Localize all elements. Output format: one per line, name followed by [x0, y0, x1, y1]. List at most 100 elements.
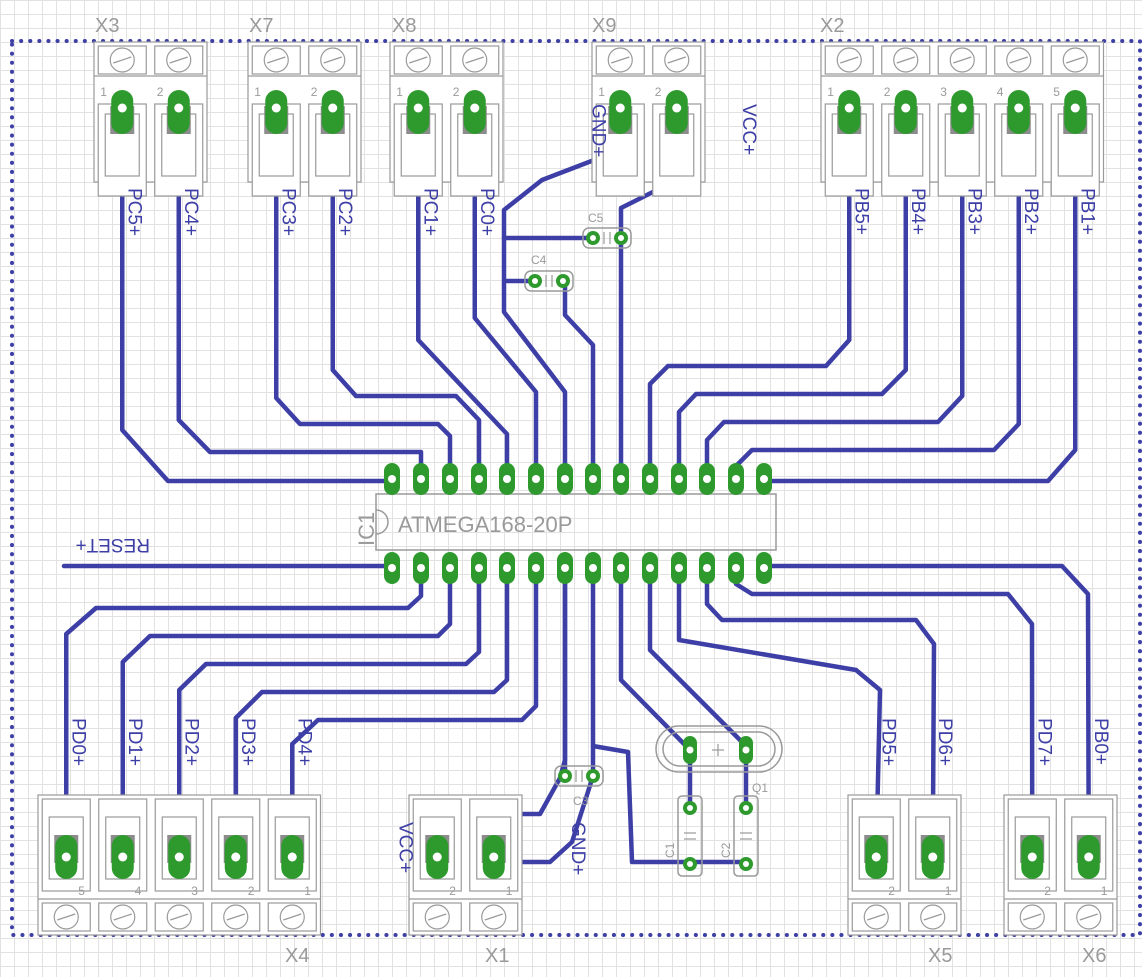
- screw-slot: [170, 913, 189, 921]
- ic-pad-hole: [388, 475, 396, 483]
- signal-label-pc0: PC0+: [476, 188, 497, 236]
- screw-slot: [1066, 56, 1085, 64]
- crystal-pad-hole: [686, 746, 694, 754]
- crystal-inner: [662, 731, 776, 767]
- pad-hole: [615, 103, 625, 113]
- capacitor-c2: C2: [719, 795, 759, 877]
- connector-ref: X8: [392, 15, 416, 37]
- pin-number: 5: [78, 884, 85, 898]
- trace: [274, 105, 453, 482]
- pad-hole: [174, 852, 184, 862]
- cap-ref: C4: [531, 253, 547, 267]
- connector-ref: X5: [928, 945, 952, 967]
- signal-label-vcc: VCC+: [394, 822, 415, 873]
- screw-slot: [923, 913, 942, 921]
- pin-number: 1: [827, 85, 834, 99]
- pad-hole: [901, 103, 911, 113]
- ic-pad-hole: [417, 475, 425, 483]
- ic-pad-hole: [388, 564, 396, 572]
- ic-pad-hole: [675, 564, 683, 572]
- trace: [647, 105, 852, 482]
- connector-ref: X4: [285, 945, 309, 967]
- screw-slot: [57, 913, 76, 921]
- screw-slot: [484, 913, 503, 921]
- trace: [704, 565, 937, 860]
- trace: [176, 105, 424, 482]
- signal-label-pd1: PD1+: [124, 718, 145, 766]
- pad-hole: [928, 852, 938, 862]
- pad-hole: [1027, 852, 1037, 862]
- trace: [416, 105, 510, 482]
- capacitor-c1: C1: [663, 795, 703, 877]
- labels: PC5+PC4+PC3+PC2+PC1+PC0+GND+VCC+PB5+PB4+…: [67, 104, 1111, 875]
- screw-slot: [1023, 913, 1042, 921]
- ic-pad-hole: [703, 564, 711, 572]
- cap-outline: [582, 227, 632, 249]
- pin-number: 2: [248, 884, 255, 898]
- ic-pad-hole: [732, 564, 740, 572]
- board-outline: [10, 39, 1142, 937]
- ic-pad-hole: [703, 475, 711, 483]
- signal-label-pc4: PC4+: [180, 188, 201, 236]
- ic-pad-hole: [617, 564, 625, 572]
- ic-pad-hole: [617, 475, 625, 483]
- cap-pad-hole: [532, 278, 538, 284]
- ic-pad-hole: [760, 564, 768, 572]
- ic-pad-hole: [503, 564, 511, 572]
- screw-slot: [867, 913, 886, 921]
- trace: [177, 565, 482, 860]
- capacitor-c3: C3: [554, 765, 604, 808]
- pin-number: 2: [453, 85, 460, 99]
- cap-ref: C1: [663, 842, 677, 858]
- ic-pad-hole: [561, 564, 569, 572]
- trace: [647, 565, 749, 811]
- pin-number: 2: [311, 85, 318, 99]
- signal-label-pb1: PB1+: [1076, 188, 1097, 235]
- pin-number: 3: [940, 85, 947, 99]
- cap-ref: C3: [573, 794, 589, 808]
- signal-label-pc2: PC2+: [334, 188, 355, 236]
- pad-hole: [1014, 103, 1024, 113]
- screw-slot: [267, 56, 286, 64]
- trace: [64, 565, 424, 860]
- crystal-ref: Q1: [752, 781, 768, 795]
- pin-number: 1: [100, 85, 107, 99]
- pad-hole: [957, 103, 967, 113]
- ic-value: ATMEGA168-20P: [398, 512, 572, 537]
- trace: [330, 105, 482, 482]
- trace: [120, 565, 453, 860]
- ic-pad-hole: [646, 564, 654, 572]
- signal-label-pd4: PD4+: [293, 718, 314, 766]
- signal-label-pc5: PC5+: [123, 188, 144, 236]
- pin-number: 2: [1044, 884, 1051, 898]
- connector-ref: X9: [592, 15, 616, 37]
- trace: [472, 105, 539, 482]
- ic-pad-hole: [760, 475, 768, 483]
- pad-hole: [672, 103, 682, 113]
- crystal-q1: Q1: [655, 725, 783, 795]
- signal-label-reset: RESET+: [76, 534, 150, 555]
- ic-pad-hole: [446, 564, 454, 572]
- cap-pad-hole: [562, 773, 568, 779]
- crystal-pad-hole: [742, 746, 750, 754]
- signal-label-pc3: PC3+: [277, 188, 298, 236]
- connector-ref: X7: [249, 15, 273, 37]
- screw-slot: [169, 56, 188, 64]
- cap-pad-hole: [560, 278, 566, 284]
- cap-pad-hole: [590, 235, 596, 241]
- connector-ref: X6: [1082, 945, 1106, 967]
- trace: [704, 105, 965, 482]
- ic-pad-hole: [446, 475, 454, 483]
- signal-label-pb5: PB5+: [850, 188, 871, 235]
- signal-label-pb0: PB0+: [1090, 718, 1111, 765]
- connector-ref: X2: [820, 15, 844, 37]
- screw-slot: [840, 56, 859, 64]
- ic-pad-hole: [589, 564, 597, 572]
